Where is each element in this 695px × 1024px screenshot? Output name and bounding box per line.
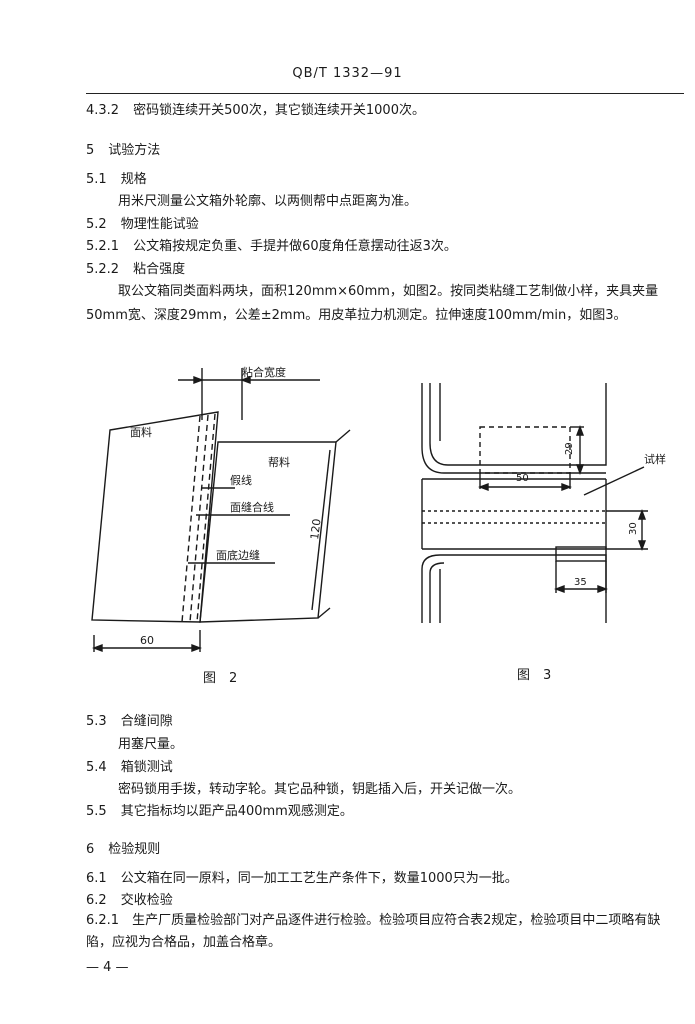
clause-text: 其它指标均以距产品400mm观感测定。 (120, 804, 353, 819)
clause-number: 5.2.2 (86, 262, 120, 277)
sample-label: 试样 (644, 452, 666, 466)
dimension-120: 120 (308, 518, 323, 540)
clause-text: 合缝间隙 (120, 714, 173, 729)
clause-number: 5.4 (86, 760, 107, 775)
dimension-50: 50 (516, 473, 529, 484)
dimension-35: 35 (574, 577, 587, 588)
clause-5-1: 5.1 规格 (86, 172, 147, 188)
clause-number: 5.5 (86, 804, 107, 819)
clause-number: 5.2 (86, 217, 107, 232)
clause-6-2-1: 6.2.1 生产厂质量检验部门对产品逐件进行检验。检验项目应符合表2规定，检验项… (86, 913, 661, 950)
seam-line-label: 面缝合线 (230, 500, 274, 514)
clause-5-5: 5.5 其它指标均以距产品400mm观感测定。 (86, 804, 353, 820)
clause-number: 4.3.2 (86, 103, 120, 118)
clause-5-2: 5.2 物理性能试验 (86, 217, 199, 233)
clause-number: 5.2.1 (86, 239, 120, 254)
clause-number: 6.2 (86, 893, 107, 908)
bonding-width-label: 粘合宽度 (242, 365, 286, 379)
clause-5-3-body: 用塞尺量。 (118, 737, 184, 752)
face-material-label: 面料 (130, 425, 152, 439)
clause-text: 试验方法 (108, 143, 161, 158)
dimension-30: 30 (628, 522, 639, 535)
standard-number-header: QB/T 1332—91 (292, 66, 403, 81)
clause-5-3: 5.3 合缝间隙 (86, 714, 173, 730)
header-rule (86, 93, 684, 94)
side-material-label: 帮料 (268, 455, 290, 469)
figure-2-caption: 图 2 (203, 671, 238, 686)
edge-seam-label: 面底边缝 (216, 548, 260, 562)
clause-5-1-body: 用米尺测量公文箱外轮廓、以两侧帮中点距离为准。 (118, 194, 418, 209)
dimension-29: 29 (564, 442, 575, 455)
clause-text: 公文箱按规定负重、手提并做60度角任意摆动往返3次。 (133, 239, 457, 254)
section-5-heading: 5 试验方法 (86, 143, 160, 159)
clause-number: 6 (86, 842, 95, 857)
clause-6-2: 6.2 交收检验 (86, 893, 173, 909)
clause-number: 5 (86, 143, 95, 158)
clause-5-4: 5.4 箱锁测试 (86, 760, 173, 776)
figure-3-diagram: 试样 29 50 30 35 (421, 383, 666, 623)
clause-text: 检验规则 (108, 842, 161, 857)
clause-number: 5.3 (86, 714, 107, 729)
clause-5-2-2-body: 取公文箱同类面料两块，面积120mm×60mm，如图2。按同类粘缝工艺制做小样，… (86, 280, 681, 328)
dimension-60: 60 (140, 634, 154, 647)
clause-5-2-2: 5.2.2 粘合强度 (86, 262, 185, 278)
clause-text: 密码锁连续开关500次，其它锁连续开关1000次。 (133, 103, 425, 118)
clause-text: 规格 (120, 172, 147, 187)
clause-text: 物理性能试验 (120, 217, 199, 232)
false-line-label: 假线 (230, 473, 252, 487)
clause-number: 6.1 (86, 871, 107, 886)
clause-text: 粘合强度 (133, 262, 186, 277)
clause-text: 公文箱在同一原料，同一加工工艺生产条件下，数量1000只为一批。 (120, 871, 518, 886)
clause-5-2-1: 5.2.1 公文箱按规定负重、手提并做60度角任意摆动往返3次。 (86, 239, 457, 255)
clause-6-1: 6.1 公文箱在同一原料，同一加工工艺生产条件下，数量1000只为一批。 (86, 871, 518, 887)
page-number: — 4 — (86, 960, 129, 975)
clause-5-4-body: 密码锁用手拨，转动字轮。其它品种锁，钥匙插入后，开关记做一次。 (118, 782, 522, 797)
figure-3-caption: 图 3 (517, 668, 552, 683)
clause-text: 箱锁测试 (120, 760, 173, 775)
clause-text: 交收检验 (120, 893, 173, 908)
clause-4-3-2: 4.3.2 密码锁连续开关500次，其它锁连续开关1000次。 (86, 103, 425, 119)
section-6-heading: 6 检验规则 (86, 842, 160, 858)
paragraph-text: 取公文箱同类面料两块，面积120mm×60mm，如图2。按同类粘缝工艺制做小样，… (86, 284, 659, 323)
figure-2-diagram: 粘合宽度 面料 帮料 假线 面缝合线 面底边缝 120 60 (91, 365, 351, 653)
clause-number: 5.1 (86, 172, 107, 187)
